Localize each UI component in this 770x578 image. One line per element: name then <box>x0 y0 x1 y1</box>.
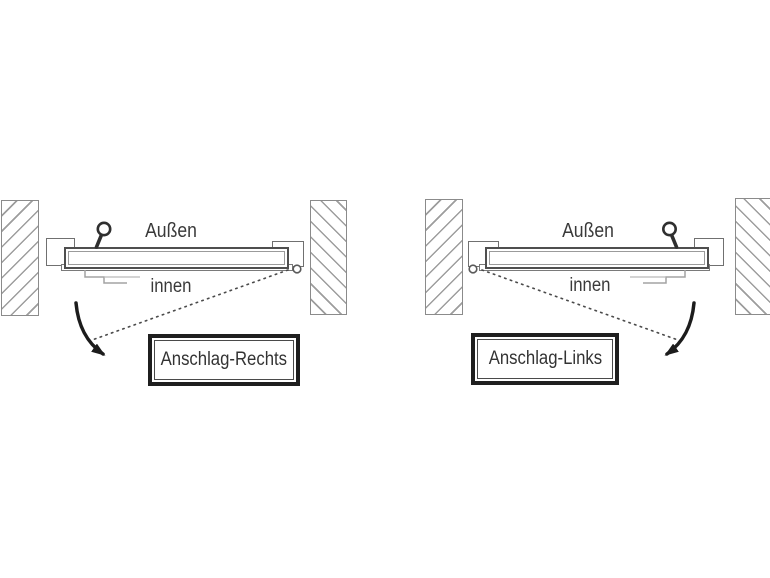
caption-text: Anschlag-Rechts <box>160 349 288 370</box>
door-handle-icon <box>96 221 112 237</box>
outside-label: Außen <box>562 220 614 242</box>
caption-box-inner-border: Anschlag-Rechts <box>154 340 294 380</box>
caption-box-inner-border: Anschlag-Links <box>477 339 613 379</box>
swing-direction-arrow-icon <box>74 301 106 356</box>
door-leaf-inner-line <box>68 251 285 265</box>
hinge-bracket-icon <box>643 270 686 284</box>
outside-label: Außen <box>145 220 197 242</box>
door-handle-icon <box>661 221 677 237</box>
wall-right-hatched <box>310 200 347 315</box>
door-leaf <box>485 247 709 269</box>
wall-left-hatched <box>1 200 39 316</box>
door-leaf <box>64 247 289 269</box>
inside-label: innen <box>569 275 611 296</box>
caption-box-anschlag-rechts: Anschlag-Rechts <box>148 334 300 386</box>
caption-box-anschlag-links: Anschlag-Links <box>471 333 619 385</box>
wall-left-hatched <box>425 199 463 315</box>
inside-label: innen <box>150 276 192 297</box>
door-handle-stem <box>94 233 104 249</box>
caption-text: Anschlag-Links <box>488 348 602 369</box>
wall-right-hatched <box>735 198 770 315</box>
swing-direction-arrow-icon <box>664 301 696 356</box>
door-leaf-inner-line <box>489 251 705 265</box>
door-handle-stem <box>669 233 679 249</box>
